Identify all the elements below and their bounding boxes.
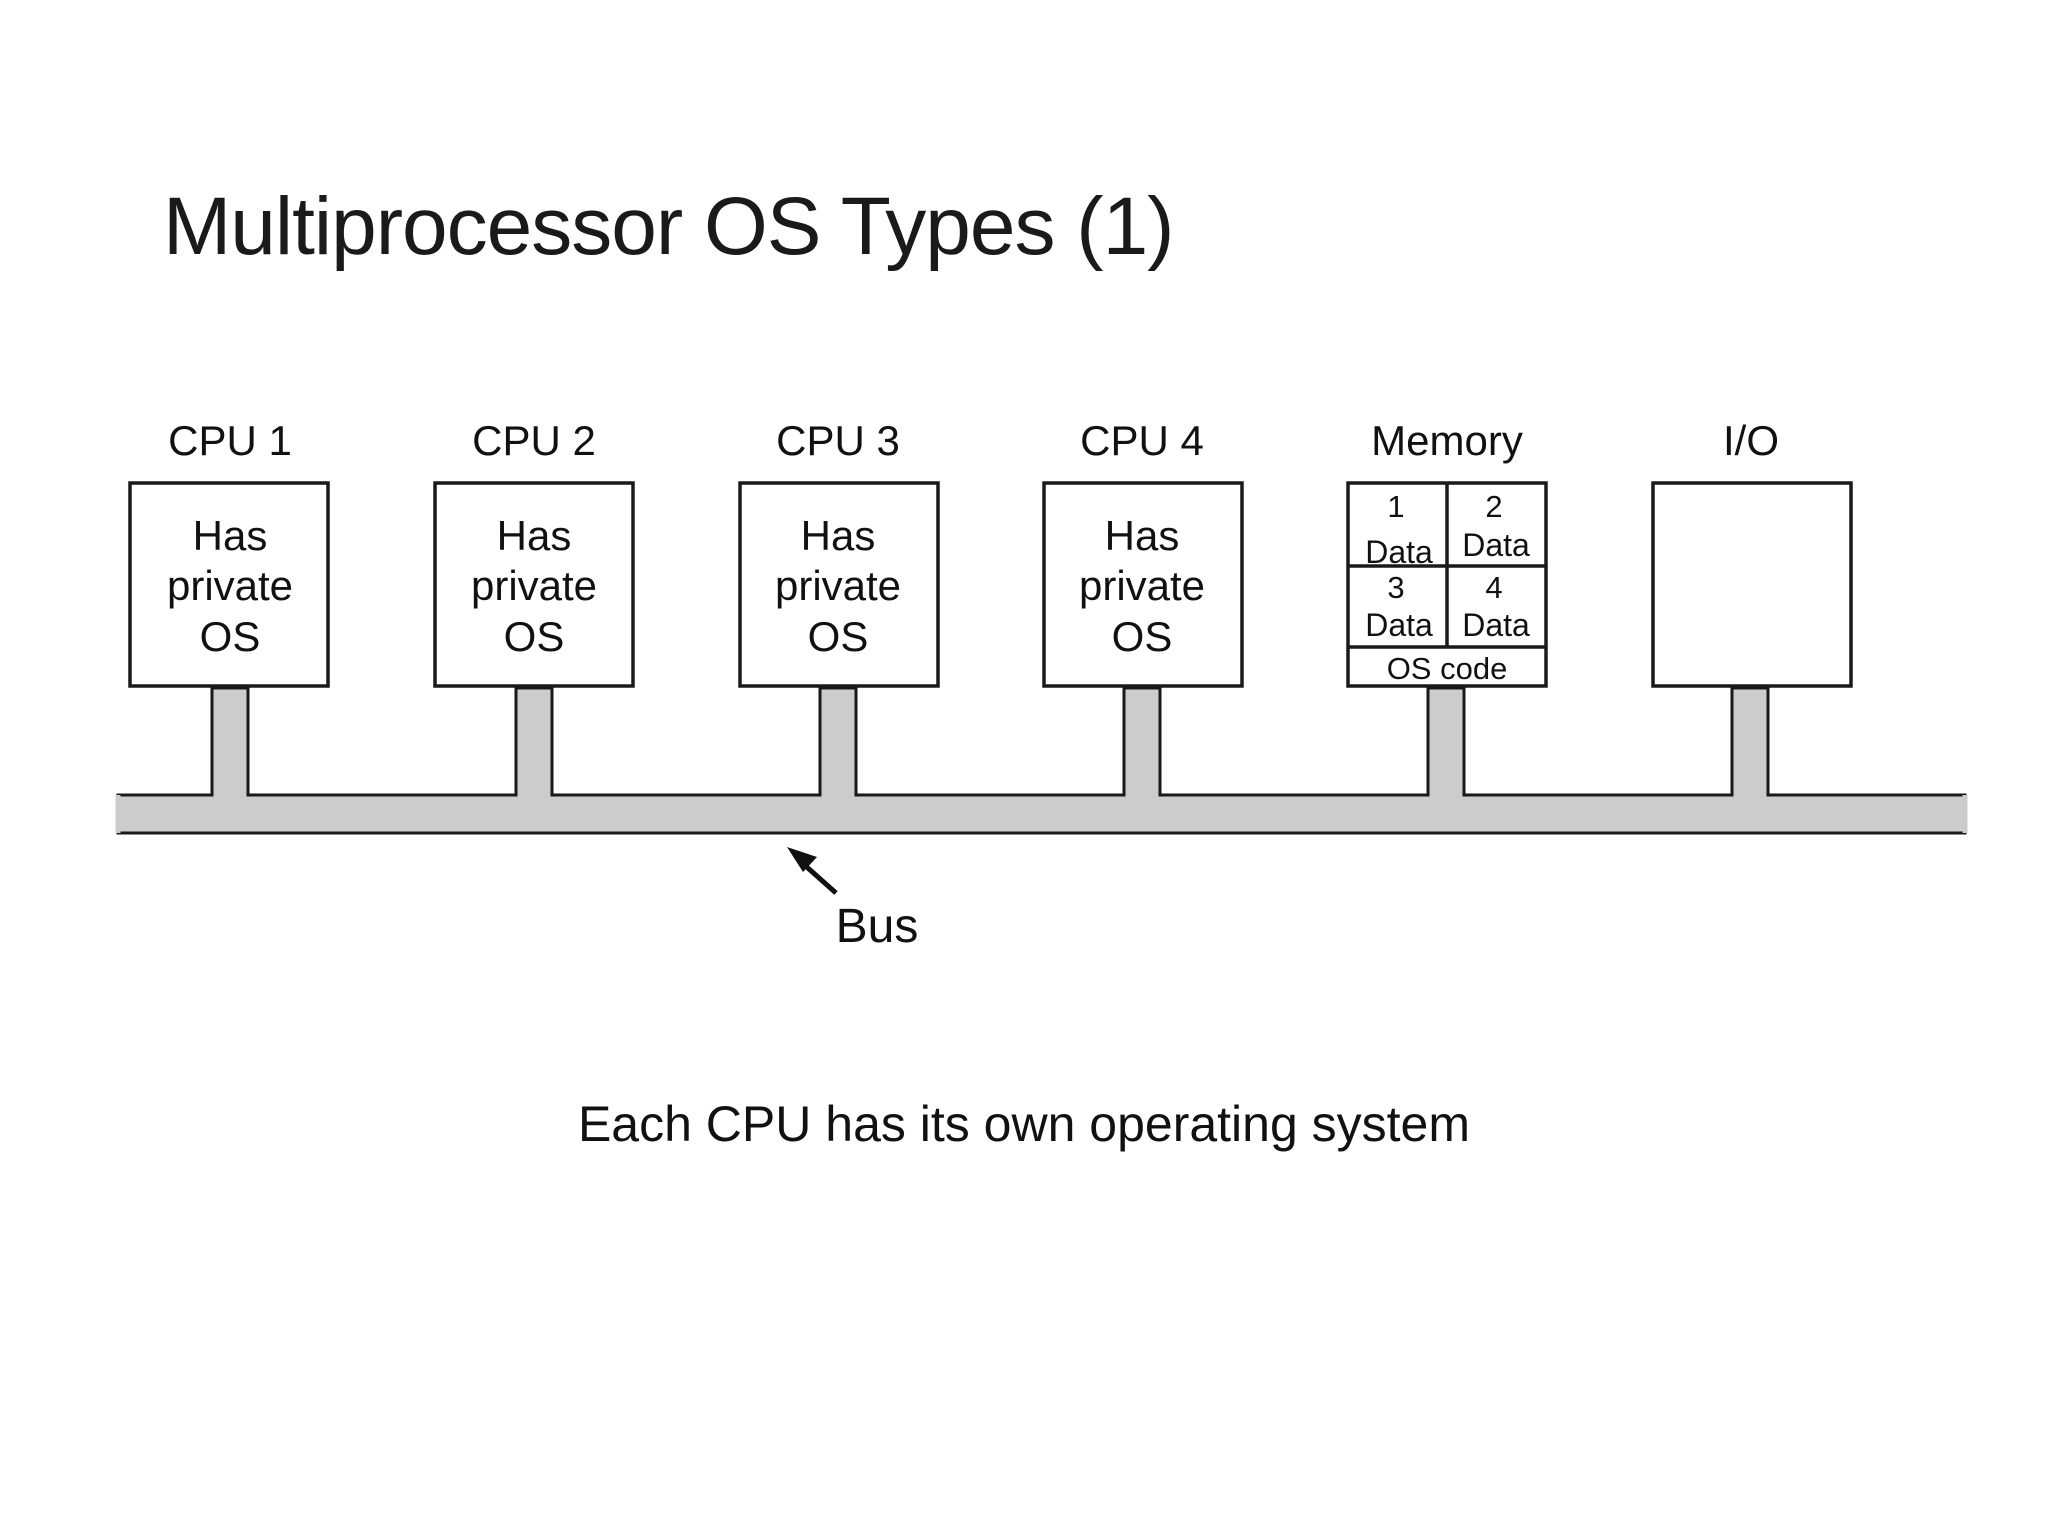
io-box bbox=[1651, 481, 1853, 688]
io: I/O bbox=[1651, 417, 1853, 688]
cpu-4-label: CPU 4 bbox=[1080, 417, 1204, 464]
memory-cell-2-text: Data bbox=[1462, 527, 1530, 563]
cpu-1: CPU 1 Has private OS bbox=[128, 417, 330, 688]
slide-title: Multiprocessor OS Types (1) bbox=[163, 181, 1174, 272]
bus-label: Bus bbox=[836, 900, 919, 953]
cpu-4-box bbox=[1042, 481, 1244, 688]
memory-label: Memory bbox=[1371, 417, 1523, 464]
bus-shape bbox=[116, 686, 1967, 835]
cpu-1-text-line3: OS bbox=[200, 613, 261, 660]
slide-caption: Each CPU has its own operating system bbox=[577, 1096, 1471, 1152]
cpu-3-text-line3: OS bbox=[808, 613, 869, 660]
io-label: I/O bbox=[1723, 417, 1779, 464]
cpu-2-text-line3: OS bbox=[504, 613, 565, 660]
memory-os-code: OS code bbox=[1387, 651, 1508, 686]
memory-cell-1-text: Data bbox=[1365, 534, 1433, 570]
cpu-2-box bbox=[433, 481, 635, 688]
cpu-1-label: CPU 1 bbox=[168, 417, 292, 464]
cpu-4-text-line1: Has bbox=[1105, 512, 1180, 559]
cpu-3: CPU 3 Has private OS bbox=[738, 417, 940, 688]
memory: Memory 1 Data 2 Data 3 Data 4 Data OS co… bbox=[1346, 417, 1548, 688]
cpu-2-text-line1: Has bbox=[497, 512, 572, 559]
cpu-1-text-line1: Has bbox=[193, 512, 268, 559]
memory-cell-3-text: Data bbox=[1365, 607, 1433, 643]
memory-cell-4-num: 4 bbox=[1485, 570, 1502, 605]
bus-arrow-head bbox=[787, 847, 817, 872]
cpu-4-text-line2: private bbox=[1079, 562, 1205, 609]
cpu-1-text-line2: private bbox=[167, 562, 293, 609]
bus-arrow bbox=[787, 847, 838, 895]
cpu-1-box bbox=[128, 481, 330, 688]
cpu-3-box bbox=[738, 481, 940, 688]
cpu-4: CPU 4 Has private OS bbox=[1042, 417, 1244, 688]
cpu-2-label: CPU 2 bbox=[472, 417, 596, 464]
memory-cell-1-num: 1 bbox=[1387, 489, 1404, 524]
memory-cell-4-text: Data bbox=[1462, 607, 1530, 643]
memory-cell-3-num: 3 bbox=[1387, 570, 1404, 605]
cpu-2-text-line2: private bbox=[471, 562, 597, 609]
cpu-3-label: CPU 3 bbox=[776, 417, 900, 464]
cpu-3-text-line2: private bbox=[775, 562, 901, 609]
cpu-2: CPU 2 Has private OS bbox=[433, 417, 635, 688]
memory-cell-2-num: 2 bbox=[1485, 489, 1502, 524]
cpu-4-text-line3: OS bbox=[1112, 613, 1173, 660]
cpu-3-text-line1: Has bbox=[801, 512, 876, 559]
